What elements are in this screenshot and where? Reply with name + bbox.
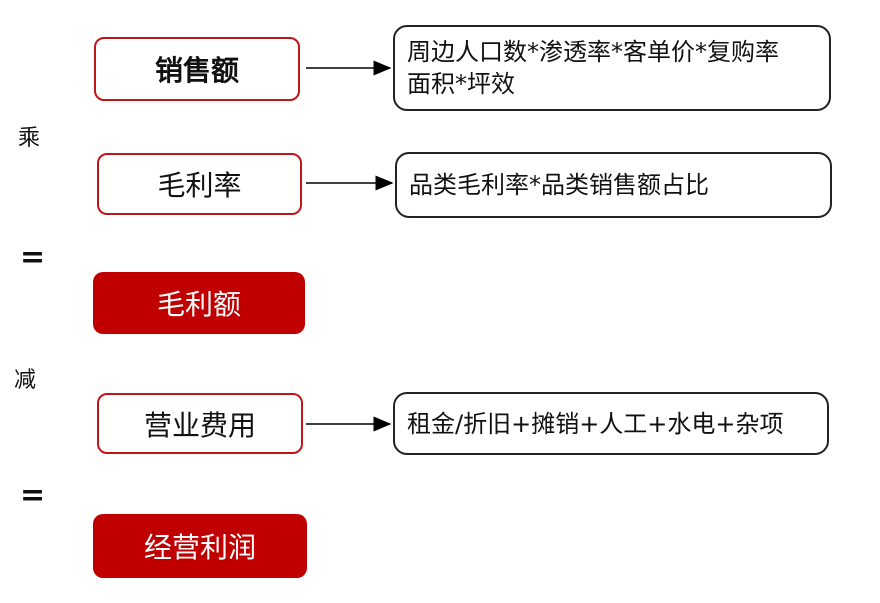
operating-expense-detail-box: 租金/折旧+摊销+人工+水电+杂项 (393, 392, 829, 455)
subtract-operator: 减 (14, 368, 37, 393)
sales-label: 销售额 (154, 54, 239, 87)
operating-expense-detail-line1: 租金/折旧+摊销+人工+水电+杂项 (407, 409, 784, 438)
sales-detail-box: 周边人口数*渗透率*客单价*复购率 面积*坪效 (393, 25, 831, 111)
sales-detail-line2: 面积*坪效 (407, 70, 515, 98)
operating-profit-box: 经营利润 (93, 514, 307, 578)
gross-margin-detail-line1: 品类毛利率*品类销售额占比 (409, 171, 709, 199)
sales-box: 销售额 (94, 37, 300, 101)
gross-margin-label: 毛利率 (157, 169, 242, 202)
sales-detail-line1: 周边人口数*渗透率*客单价*复购率 (407, 38, 779, 66)
gross-profit-label: 毛利额 (156, 288, 241, 321)
multiply-operator: 乘 (18, 126, 41, 151)
gross-profit-box: 毛利额 (93, 272, 305, 334)
gross-margin-detail-box: 品类毛利率*品类销售额占比 (395, 152, 832, 218)
gross-margin-box: 毛利率 (97, 153, 302, 215)
operating-expense-box: 营业费用 (97, 393, 303, 454)
operating-expense-label: 营业费用 (143, 408, 256, 442)
operating-profit-label: 经营利润 (143, 531, 256, 564)
equals-operator-1: = (20, 240, 46, 275)
equals-operator-2: = (20, 478, 46, 513)
